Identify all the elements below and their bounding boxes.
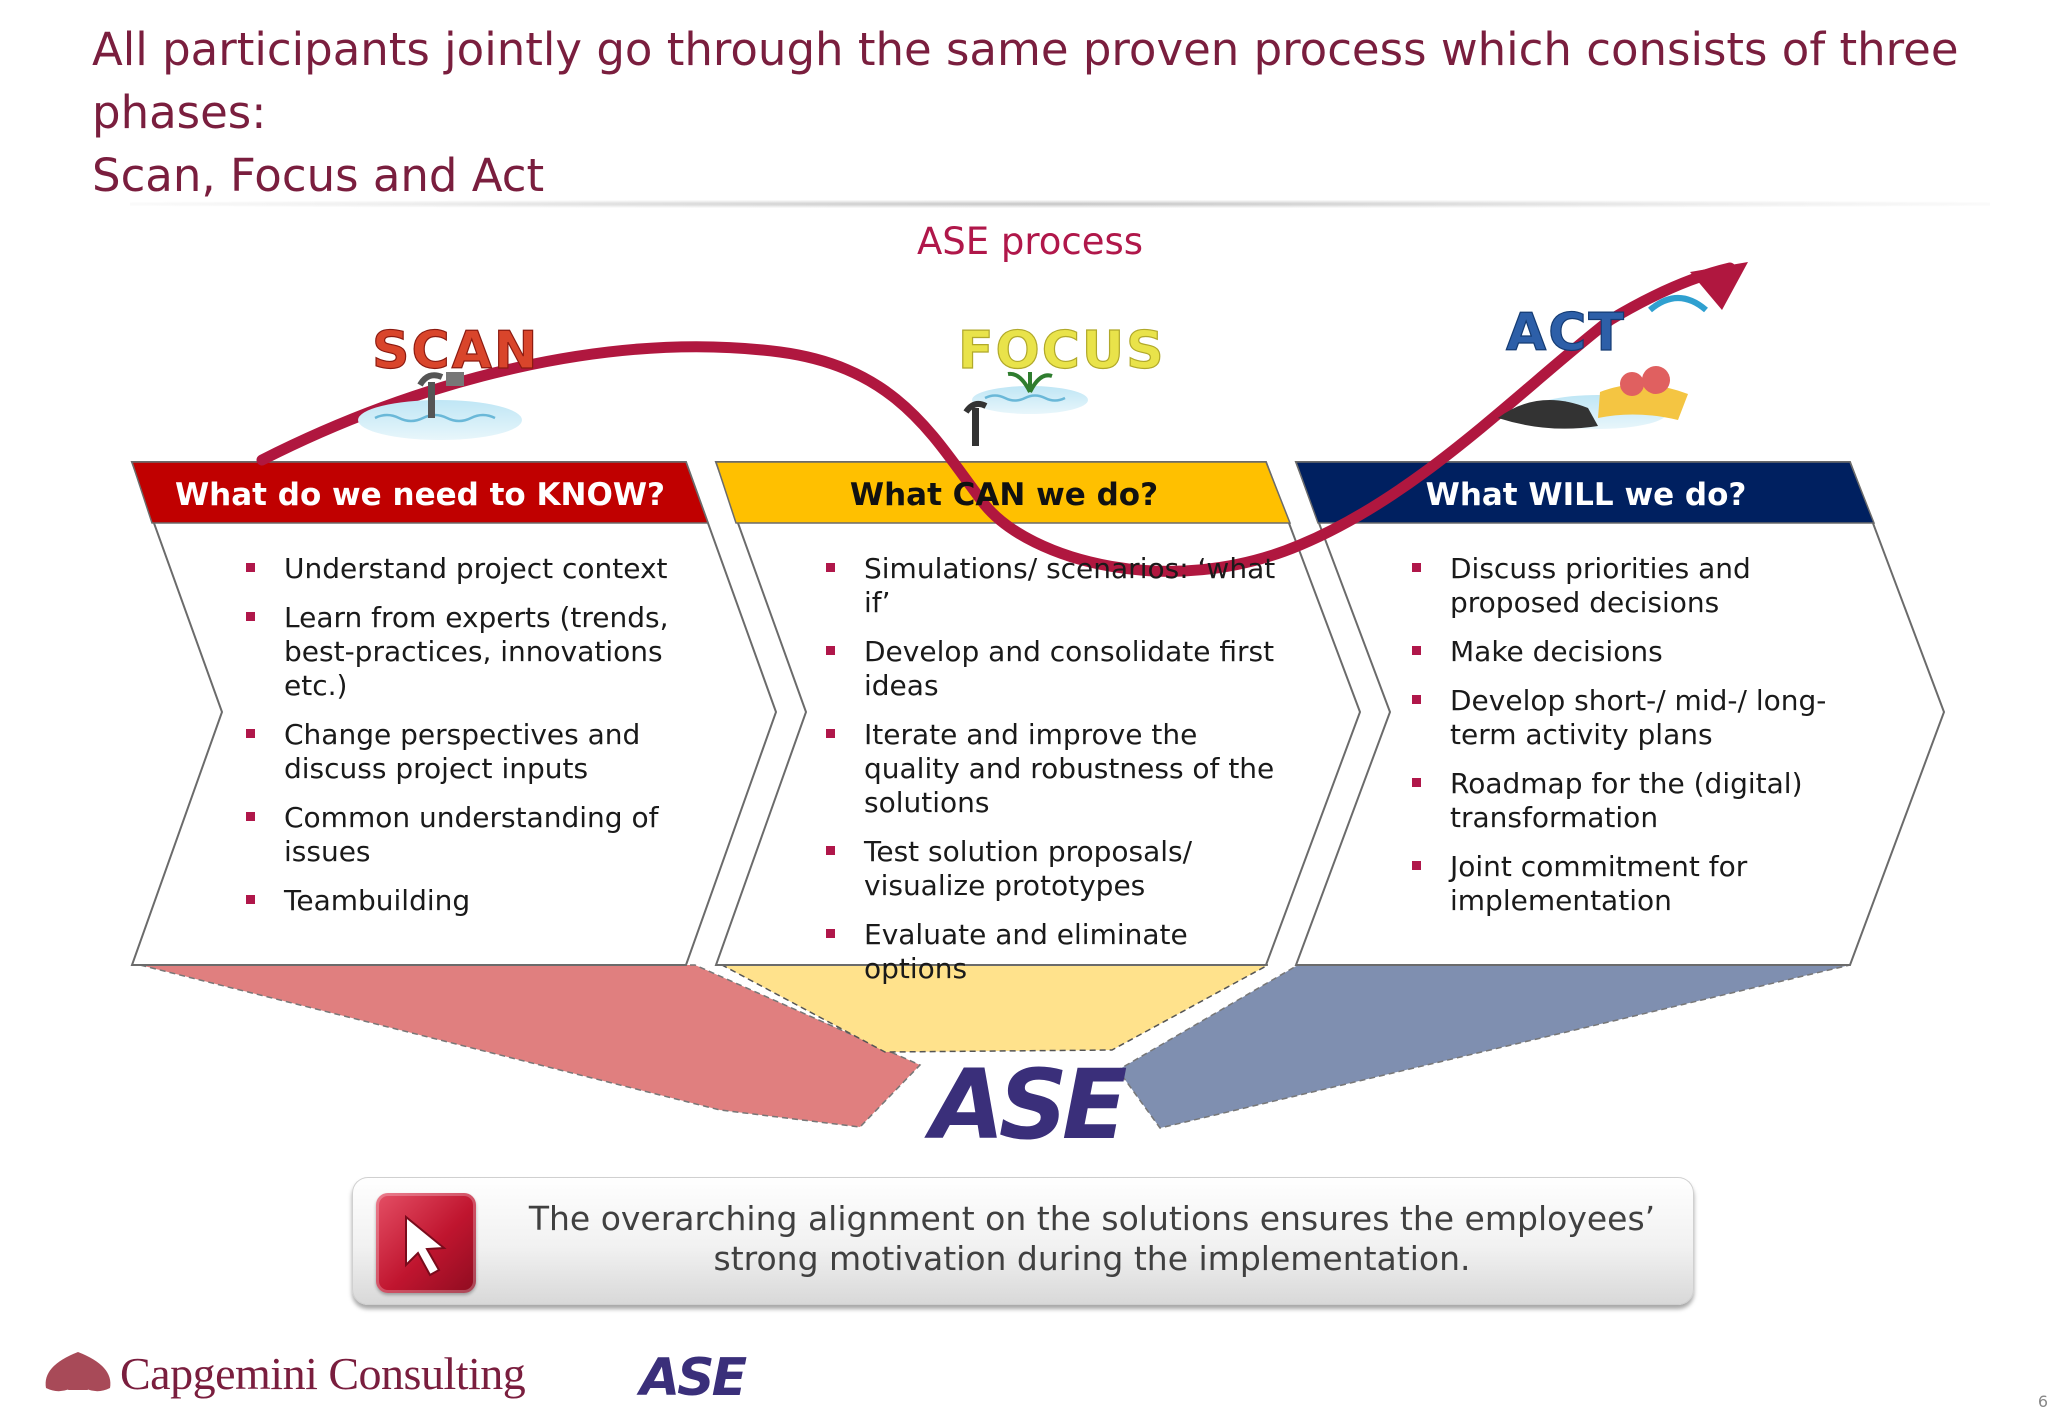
process-curve (256, 262, 1736, 577)
bullet-item: Learn from experts (trends, best-practic… (246, 601, 716, 703)
callout-text: The overarching alignment on the solutio… (502, 1199, 1682, 1279)
bullet-item: Simulations/ scenarios: ‘what if’ (826, 552, 1276, 620)
header-act: What WILL we do? (1425, 477, 1747, 513)
bullet-item: Common understanding of issues (246, 801, 716, 869)
center-ase-logo: ASE (923, 1049, 1126, 1161)
focus-illustration (963, 371, 1088, 446)
bullet-item: Make decisions (1412, 635, 1882, 669)
bullet-item: Evaluate and eliminate options (826, 918, 1276, 986)
act-illustration (1498, 295, 1708, 429)
key-message-callout: The overarching alignment on the solutio… (352, 1177, 1694, 1305)
bullet-item: Understand project context (246, 552, 716, 586)
bullet-item: Discuss priorities and proposed decision… (1412, 552, 1882, 620)
header-bar-act (1294, 461, 1876, 524)
phase-word-focus: FOCUS (958, 321, 1166, 381)
bullet-item: Iterate and improve the quality and robu… (826, 718, 1276, 820)
bullets-scan: Understand project context Learn from ex… (246, 552, 716, 933)
bullets-act: Discuss priorities and proposed decision… (1412, 552, 1882, 933)
header-bar-scan (130, 461, 710, 524)
header-focus: What CAN we do? (849, 477, 1159, 513)
process-curve-arrowhead (1690, 262, 1748, 310)
phase-word-act: ACT (1506, 303, 1626, 363)
brand-name: Capgemini Consulting (120, 1348, 526, 1399)
cursor-arrow-icon (376, 1193, 476, 1293)
header-scan: What do we need to KNOW? (174, 477, 666, 513)
callout-line-1: The overarching alignment on the solutio… (528, 1199, 1656, 1238)
bullet-item: Develop short-/ mid-/ long-term activity… (1412, 684, 1882, 752)
bullet-item: Develop and consolidate first ideas (826, 635, 1276, 703)
bullet-item: Change perspectives and discuss project … (246, 718, 716, 786)
callout-line-2: strong motivation during the implementat… (713, 1239, 1471, 1278)
bullet-item: Joint commitment for implementation (1412, 850, 1882, 918)
slide-title-line-1: All participants jointly go through the … (92, 23, 1959, 139)
scan-illustration (358, 372, 522, 440)
title-divider (130, 200, 1990, 208)
bullet-item: Roadmap for the (digital) transformation (1412, 767, 1882, 835)
phase-word-scan: SCAN (372, 321, 539, 381)
process-label: ASE process (916, 220, 1144, 263)
slide-title-line-2: Scan, Focus and Act (92, 149, 545, 202)
footer-ase-logo: ASE (636, 1348, 747, 1408)
bullet-item: Teambuilding (246, 884, 716, 918)
spade-icon (45, 1352, 111, 1392)
funnel-act (1116, 964, 1851, 1129)
slide-title: All participants jointly go through the … (92, 18, 2042, 207)
bullets-focus: Simulations/ scenarios: ‘what if’ Develo… (826, 552, 1276, 1001)
page-number: 6 (2037, 1392, 2048, 1411)
header-bar-focus (714, 461, 1292, 524)
bullet-item: Test solution proposals/ visualize proto… (826, 835, 1276, 903)
